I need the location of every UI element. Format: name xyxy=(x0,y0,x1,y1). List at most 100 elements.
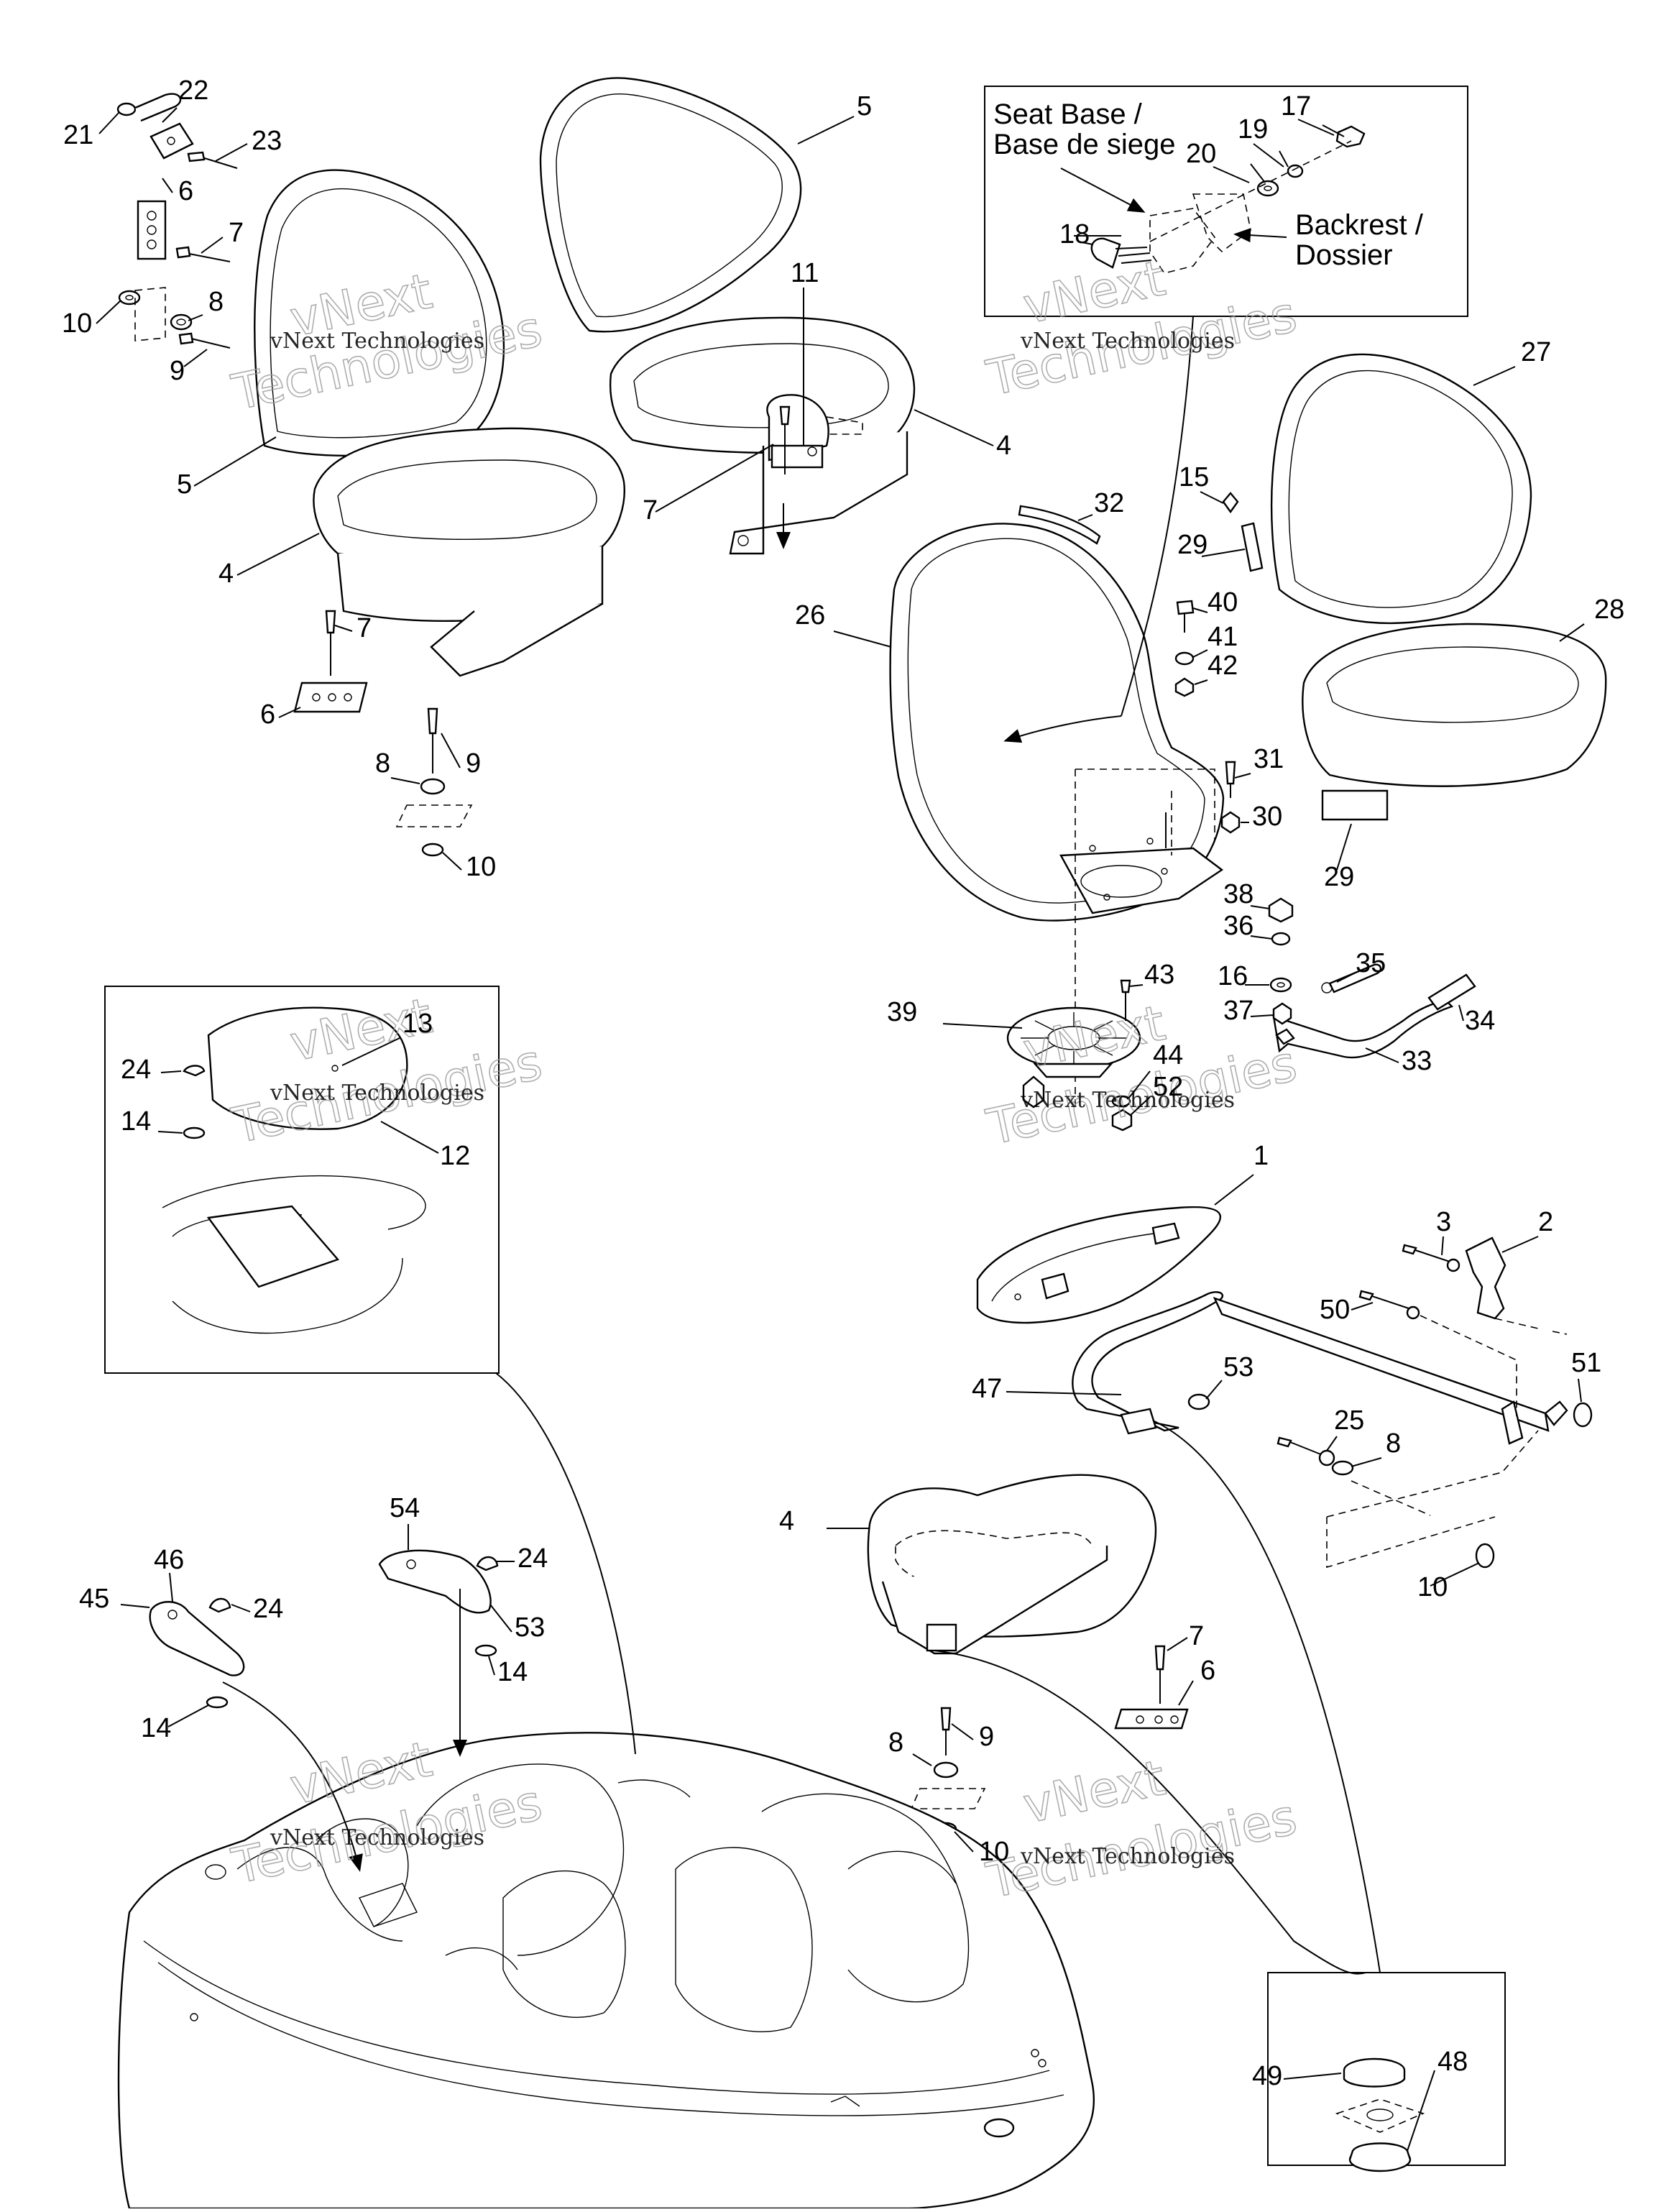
callout-leader-10 xyxy=(1430,1562,1480,1587)
callout-number-49: 49 xyxy=(1252,2061,1282,2091)
callout-leader-7 xyxy=(1167,1637,1188,1651)
callout-number-9: 9 xyxy=(979,1722,994,1752)
callout-leader-13 xyxy=(341,1037,400,1066)
callout-number-39: 39 xyxy=(887,997,917,1027)
callout-number-31: 31 xyxy=(1254,744,1284,774)
callout-number-53: 53 xyxy=(1223,1352,1254,1382)
callout-leader-27 xyxy=(1473,366,1516,386)
callout-number-30: 30 xyxy=(1252,802,1282,832)
lever-assembly-33 xyxy=(1272,963,1476,1059)
callout-number-3: 3 xyxy=(1436,1207,1451,1237)
hardware-25-8-51-53 xyxy=(1187,1393,1593,1569)
seat-26-bucket xyxy=(889,316,1225,1107)
seat-pedestal-39 xyxy=(1006,979,1141,1132)
callout-number-8: 8 xyxy=(208,287,224,317)
leader-frame xyxy=(1152,1420,1381,1973)
callout-number-38: 38 xyxy=(1223,879,1254,909)
callout-number-51: 51 xyxy=(1571,1348,1601,1378)
hardware-40-42 xyxy=(1174,600,1195,697)
callout-leader-23 xyxy=(215,143,248,162)
callout-number-4: 4 xyxy=(996,431,1011,461)
callout-leader-3 xyxy=(1441,1236,1444,1256)
callout-leader-53 xyxy=(1205,1380,1223,1400)
callout-number-7: 7 xyxy=(1189,1621,1204,1651)
callout-number-14: 14 xyxy=(497,1657,528,1687)
handle-45-46 xyxy=(149,1597,245,1709)
callout-number-12: 12 xyxy=(440,1141,470,1171)
watermark-text: vNext Technologies xyxy=(1020,329,1235,354)
callout-number-33: 33 xyxy=(1402,1046,1432,1076)
callout-number-19: 19 xyxy=(1238,114,1268,144)
callout-leader-6 xyxy=(162,178,173,193)
callout-number-45: 45 xyxy=(79,1584,109,1614)
callout-number-4: 4 xyxy=(218,559,234,589)
watermark-text: vNext Technologies xyxy=(270,1825,484,1850)
rear-seat-cushion-left xyxy=(313,427,625,677)
callout-leader-4 xyxy=(236,533,320,576)
callout-leader-44 xyxy=(1128,1070,1151,1099)
callout-leader-46 xyxy=(169,1572,173,1602)
callout-leader-26 xyxy=(833,630,892,648)
hardware-inset-box xyxy=(984,86,1468,317)
callout-number-21: 21 xyxy=(63,120,93,150)
callout-number-7: 7 xyxy=(229,218,244,248)
callout-leader-18 xyxy=(1077,241,1093,245)
bottom-hardware-center xyxy=(910,1645,1189,1836)
callout-leader-5 xyxy=(797,116,855,144)
seat-cushion-4-center xyxy=(610,316,916,555)
callout-number-32: 32 xyxy=(1094,488,1124,518)
callout-leader-4 xyxy=(914,409,994,446)
watermark-text: vNext Technologies xyxy=(1020,1844,1235,1869)
callout-number-14: 14 xyxy=(141,1713,171,1743)
callout-number-46: 46 xyxy=(154,1545,184,1575)
handle-54 xyxy=(378,1549,499,1657)
callout-number-34: 34 xyxy=(1465,1006,1495,1036)
callout-number-10: 10 xyxy=(1417,1572,1448,1602)
callout-number-14: 14 xyxy=(121,1106,151,1137)
callout-number-8: 8 xyxy=(1386,1428,1401,1459)
callout-number-7: 7 xyxy=(356,613,372,643)
watermark-text: vNext Technologies xyxy=(270,1080,484,1106)
callout-number-2: 2 xyxy=(1538,1207,1553,1237)
callout-number-13: 13 xyxy=(402,1009,433,1039)
callout-number-1: 1 xyxy=(1254,1141,1269,1171)
watermark-text: vNext Technologies xyxy=(1020,1088,1235,1113)
seat-cushion-28 xyxy=(1302,623,1607,787)
callout-number-6: 6 xyxy=(178,176,193,206)
callout-leader-49 xyxy=(1283,2073,1342,2080)
callout-leader-9 xyxy=(951,1723,974,1740)
callout-leader-25 xyxy=(1326,1436,1338,1451)
callout-number-25: 25 xyxy=(1334,1405,1364,1436)
hardware-30-31 xyxy=(1220,761,1241,834)
callout-number-5: 5 xyxy=(857,91,872,121)
backrest-5-center xyxy=(539,77,802,333)
callout-leader-31 xyxy=(1234,773,1251,779)
callout-number-20: 20 xyxy=(1186,139,1216,169)
callout-leader-1 xyxy=(1214,1174,1254,1206)
callout-leader-7 xyxy=(201,237,224,254)
hardware-16-36-37-38 xyxy=(1268,897,1294,1025)
callout-leader-29 xyxy=(1201,549,1246,557)
backrest-label-fr: Dossier xyxy=(1295,239,1393,271)
callout-number-24: 24 xyxy=(121,1055,151,1085)
callout-leader-45 xyxy=(120,1604,150,1608)
callout-leader-5 xyxy=(193,436,277,487)
callout-number-28: 28 xyxy=(1594,595,1624,625)
seat-base-hardware-detail xyxy=(1060,124,1366,274)
callout-leader-10 xyxy=(954,1831,974,1853)
callout-leader-19 xyxy=(1253,143,1284,167)
callout-leader-14 xyxy=(167,1704,209,1727)
callout-number-52: 52 xyxy=(1153,1072,1183,1102)
callout-leader-36 xyxy=(1250,935,1273,940)
callout-leader-51 xyxy=(1578,1378,1582,1403)
callout-leader-38 xyxy=(1250,905,1270,909)
callout-leader-34 xyxy=(1458,1004,1464,1022)
callout-leader-6 xyxy=(278,707,301,718)
callout-leader-47 xyxy=(1006,1391,1122,1395)
clip-21 xyxy=(116,93,182,122)
callout-number-8: 8 xyxy=(888,1727,903,1758)
seat-cushion-4-lower xyxy=(867,1474,1157,1655)
callout-number-18: 18 xyxy=(1059,219,1090,249)
